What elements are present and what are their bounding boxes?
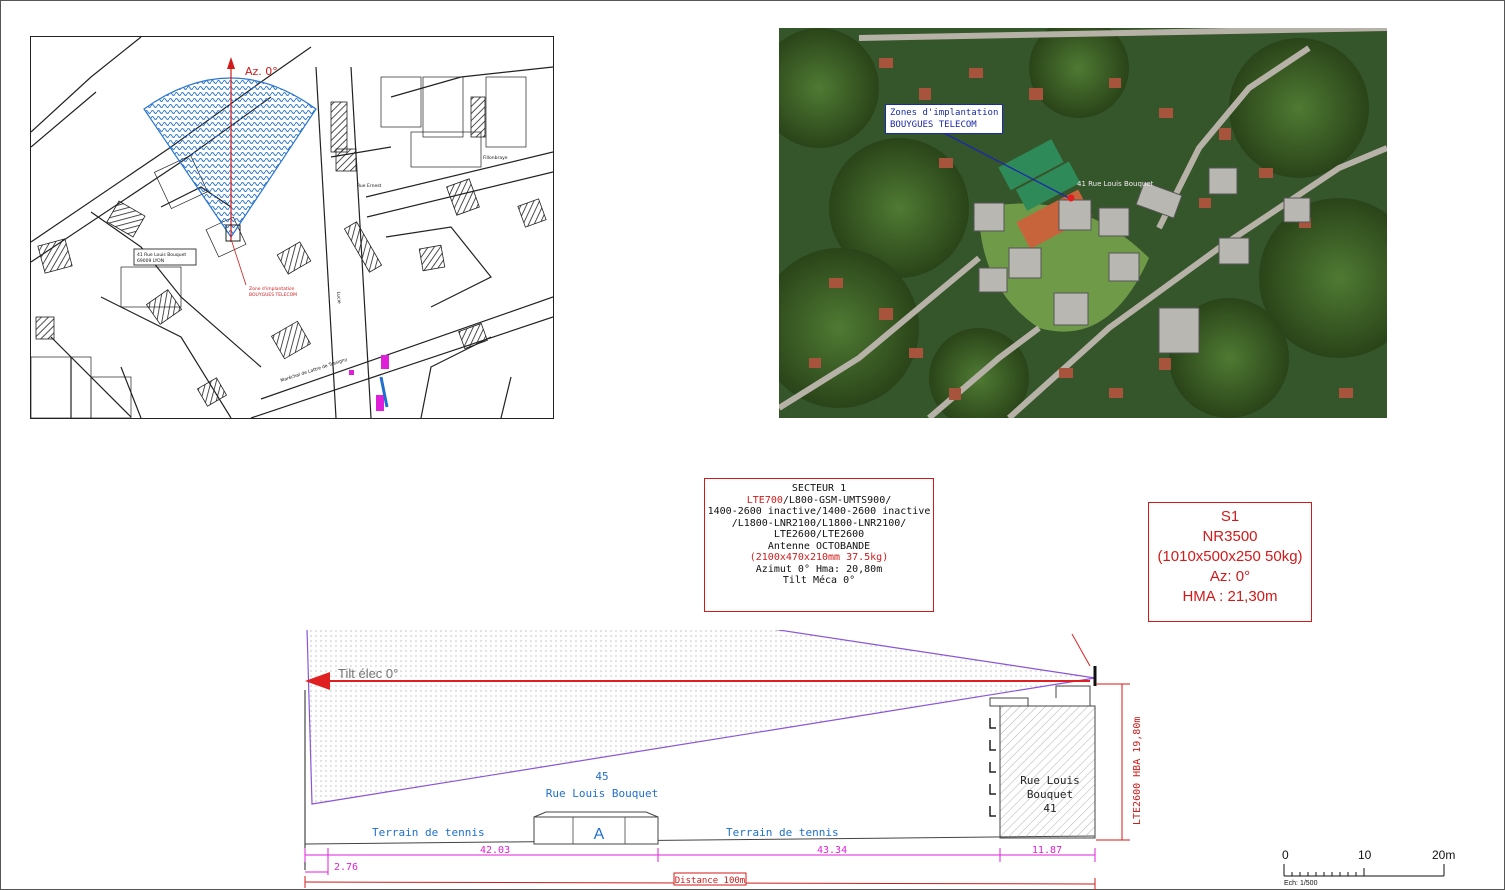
- tennis-label-left: Terrain de tennis: [372, 826, 485, 839]
- s1-title: S1: [1220, 508, 1240, 525]
- ground-line: [304, 835, 1096, 845]
- sector-band-lte: LTE: [746, 494, 765, 506]
- map-parcels: [31, 76, 527, 418]
- sector-1-box: SECTEUR 1 LTE700/L800-GSM-UMTS900/ 1400-…: [704, 478, 934, 612]
- scale-label-0: 0: [1282, 848, 1289, 862]
- blue-mark: [379, 376, 389, 408]
- sector-line-3: /L1800-LNR2100/L1800-LNR2100/: [731, 517, 907, 529]
- coverage-sector: [143, 77, 317, 239]
- s1-hma: HMA : 21,30m: [1182, 588, 1278, 605]
- street-label-ernest: Rue Ernest: [357, 183, 382, 189]
- street-label-lattre: Maréchal de Lattre de Tassigny: [279, 356, 348, 384]
- scale-label-20m: 20m: [1432, 848, 1456, 862]
- street-label-lucie: Lucie: [335, 292, 342, 304]
- distance-box: [673, 872, 747, 886]
- aerial-photo: 41 Rue Louis Bouquet Zones d'implantatio…: [779, 28, 1387, 418]
- s1-tech: NR3500: [1202, 528, 1258, 545]
- sector-line-1: LTE700/L800-GSM-UMTS900/: [705, 495, 933, 507]
- sector-azimut: Azimut 0° Hma: 20,80m: [755, 563, 883, 575]
- map-buildings: [35, 96, 547, 407]
- hba-dimension: [1096, 683, 1130, 841]
- dim-2-76: 2.76: [334, 862, 358, 873]
- magenta-marks: [349, 355, 389, 411]
- tower-blocks: [973, 167, 1311, 354]
- aerial-zone-label: Zones d'implantation BOUYGUES TELECOM: [885, 104, 1004, 134]
- azimuth-arrowhead: [227, 57, 235, 69]
- map-drawing: Az. 0° 41 Rue Louis Bouquet 69009 LYON Z…: [31, 37, 553, 418]
- scale-label-10: 10: [1358, 848, 1372, 862]
- address-number: 45: [595, 770, 608, 783]
- distance-dimensions: [304, 848, 1096, 875]
- building-41-floors: [989, 718, 996, 817]
- site-pin: [1067, 194, 1075, 202]
- scale-ruler: [1283, 864, 1445, 877]
- building-45: [533, 816, 659, 845]
- sector-title: SECTEUR 1: [791, 483, 847, 494]
- address-box: [133, 248, 197, 266]
- scale-bar: 0 10 20m Ech: 1/500: [1270, 846, 1470, 890]
- dim-43-34: 43.34: [817, 845, 847, 856]
- site-pointer: [231, 241, 247, 286]
- s1-az: Az: 0°: [1209, 568, 1251, 585]
- sector-line-4: LTE2600/LTE2600: [773, 529, 865, 540]
- map-zone-label-2: BOUYGUES TELECOM: [249, 292, 297, 298]
- building-41-roof-ledge: [989, 697, 1029, 707]
- building-41-label-2: Bouquet: [1027, 788, 1073, 801]
- map-roads: [31, 37, 553, 418]
- building-41: [999, 705, 1096, 839]
- address-line-2: 69009 LYON: [137, 258, 164, 264]
- map-zone-label-1: Zone d'implantation: [249, 286, 295, 292]
- sector-line-2: 1400-2600 inactive/1400-2600 inactive: [707, 506, 931, 517]
- elevation-drawing: Tilt élec 0° A 45 Rue Louis Bouquet Terr…: [304, 630, 1143, 890]
- cadastral-map: Az. 0° 41 Rue Louis Bouquet 69009 LYON Z…: [30, 36, 554, 419]
- dim-42-03: 42.03: [480, 845, 510, 856]
- building-41-label-3: 41: [1043, 802, 1056, 815]
- scale-echelle: Ech: 1/500: [1284, 880, 1318, 887]
- sector-tilt: Tilt Méca 0°: [782, 575, 856, 586]
- house-roofs: [809, 58, 1353, 400]
- address-line-1: 41 Rue Louis Bouquet: [137, 252, 186, 258]
- building-41-label-1: Rue Louis: [1020, 774, 1080, 787]
- azimuth-label: Az. 0°: [245, 65, 278, 78]
- sector-antenna: Antenne OCTOBANDE: [767, 540, 871, 552]
- building-45-roof: [533, 811, 659, 818]
- s1-box: S1 NR3500 (1010x500x250 50kg) Az: 0° HMA…: [1148, 502, 1312, 622]
- aerial-street-label: 41 Rue Louis Bouquet: [1077, 180, 1154, 188]
- tilt-arrowhead: [305, 672, 330, 690]
- site-marker: [225, 224, 241, 242]
- building-letter: A: [594, 826, 605, 843]
- s1-dims: (1010x500x250 50kg): [1157, 548, 1303, 565]
- address-street: Rue Louis Bouquet: [546, 787, 659, 800]
- aerial-pointer: [943, 132, 1070, 199]
- tilt-label: Tilt élec 0°: [338, 666, 398, 681]
- distance-label: Distance 100m: [675, 876, 745, 886]
- sector-line-1-rest: /L800-GSM-UMTS900/: [782, 494, 892, 506]
- dim-11-87: 11.87: [1032, 845, 1062, 856]
- sector-band-700: 700: [764, 494, 783, 506]
- aerial-drawing: 41 Rue Louis Bouquet: [779, 28, 1387, 418]
- sector-dims: (2100x470x210mm 37.5kg): [749, 552, 889, 563]
- hba-label: LTE2600 HBA 19,80m: [1132, 717, 1143, 825]
- antenna-pointer: [1071, 633, 1091, 667]
- street-label-fillonbraye: Fillonbraye: [483, 155, 508, 161]
- tennis-label-right: Terrain de tennis: [726, 826, 839, 839]
- beam-cone: [306, 630, 1096, 805]
